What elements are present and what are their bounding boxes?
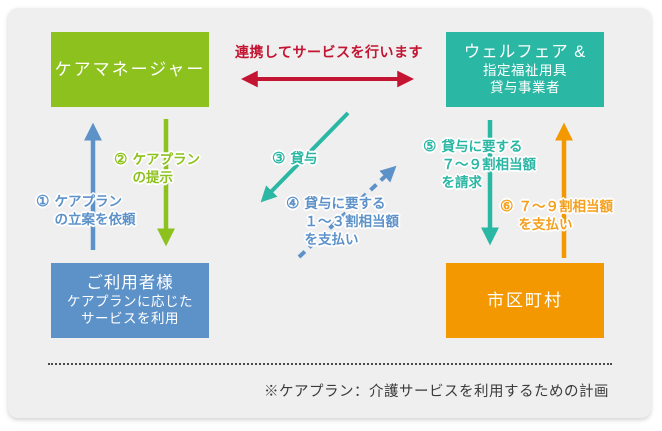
step4-label: ④ 貸与に要する １～３割相当額 を支払い (286, 195, 399, 249)
care-manager-title: ケアマネージャー (54, 59, 206, 79)
step2-label: ② ケアプラン の提示 (114, 151, 200, 187)
user-subtitle-line1: ケアプランに応じた (67, 293, 193, 309)
care-manager-box: ケアマネージャー (51, 32, 209, 107)
step5-text-line3: を請求 (441, 175, 482, 190)
user-box: ご利用者様 ケアプランに応じた サービスを利用 (51, 263, 209, 338)
welfare-subtitle-line2: 貸与事業者 (490, 79, 560, 95)
step4-text-line3: を支払い (304, 232, 359, 247)
municipality-box: 市区町村 (446, 263, 604, 338)
step3-number: ③ (272, 150, 286, 167)
user-title: ご利用者様 (86, 274, 174, 293)
user-subtitle-line2: サービスを利用 (81, 310, 179, 326)
cooperation-label: 連携してサービスを行います (234, 44, 424, 60)
step3-label: ③ 貸与 (272, 150, 317, 168)
step1-text-line2: の立案を依頼 (54, 212, 136, 227)
step6-number: ⑥ (500, 198, 514, 215)
step4-number: ④ (286, 195, 300, 212)
welfare-subtitle-line1: 指定福祉用具 (483, 62, 567, 78)
step6-text-line1: ７～９割相当額 (518, 199, 613, 214)
step1-text-line1: ケアプラン (54, 194, 122, 209)
step1-label: ① ケアプラン の立案を依頼 (36, 193, 135, 229)
step1-number: ① (36, 193, 50, 210)
step5-label: ⑤ 貸与に要する ７～９割相当額 を請求 (423, 138, 536, 192)
careplan-footnote: ※ケアプラン：介護サービスを利用するための計画 (264, 384, 609, 400)
step6-label: ⑥ ７～９割相当額 を支払い (500, 198, 613, 234)
step3-text-line1: 貸与 (290, 151, 318, 166)
step4-text-line2: １～３割相当額 (304, 214, 399, 229)
step4-text-line1: 貸与に要する (304, 196, 386, 211)
step2-number: ② (114, 151, 128, 168)
step5-text-line2: ７～９割相当額 (441, 157, 536, 172)
step2-text-line1: ケアプラン (132, 152, 200, 167)
step5-number: ⑤ (423, 138, 437, 155)
footnote-divider (48, 363, 612, 365)
step2-text-line2: の提示 (132, 170, 173, 185)
municipality-title: 市区町村 (487, 290, 563, 310)
welfare-box: ウェルフェア & 指定福祉用具 貸与事業者 (446, 32, 604, 107)
step6-text-line2: を支払い (518, 217, 573, 232)
step5-text-line1: 貸与に要する (441, 139, 523, 154)
welfare-title: ウェルフェア & (463, 43, 587, 62)
